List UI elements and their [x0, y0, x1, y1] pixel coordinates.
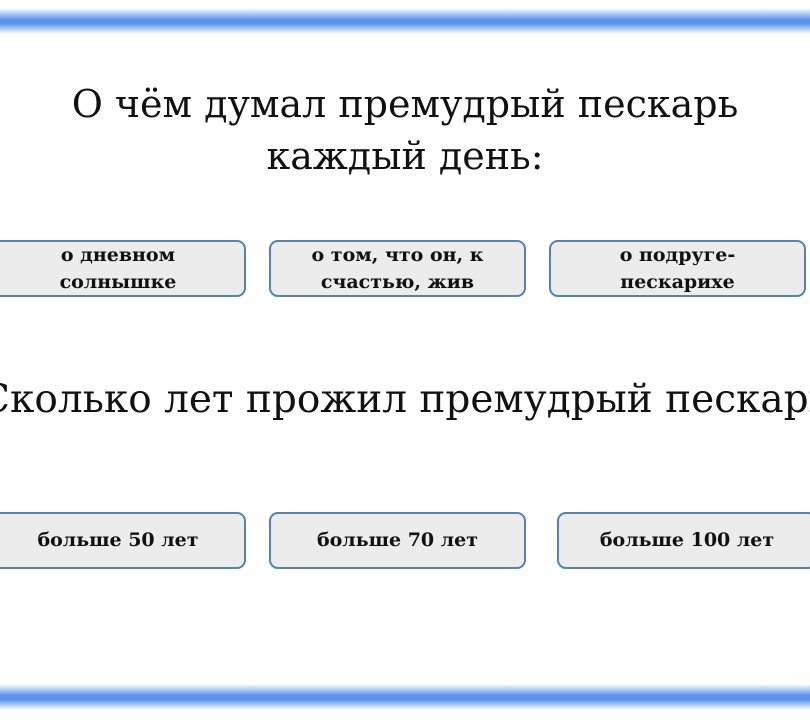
question-1-line-2: каждый день: — [266, 134, 544, 178]
answer-50-button[interactable]: больше 50 лет — [0, 512, 246, 569]
label: счастью, жив — [320, 270, 475, 293]
label: о дневном — [60, 243, 176, 266]
answer-alive-button[interactable]: о том, что он, к счастью, жив — [269, 240, 526, 297]
answer-girlfriend-button[interactable]: о подруге-пескарихе — [549, 240, 806, 297]
answer-sun-button[interactable]: о дневном солнышке — [0, 240, 246, 297]
label: пескарихе — [620, 270, 735, 293]
label: солнышке — [59, 270, 177, 293]
question-1-line-1: О чём думал премудрый пескарь — [71, 82, 739, 126]
label: больше 100 лет — [599, 529, 775, 551]
label: больше 50 лет — [37, 529, 199, 551]
label: о подруге- — [619, 243, 736, 266]
bottom-decor-bar — [0, 684, 810, 710]
label: о том, что он, к — [311, 243, 484, 266]
label: больше 70 лет — [316, 529, 479, 551]
question-2: Сколько лет прожил премудрый пескарь — [0, 377, 810, 422]
top-decor-bar — [0, 8, 810, 34]
question-1: О чём думал премудрый пескарь каждый ден… — [0, 78, 810, 182]
answer-70-button[interactable]: больше 70 лет — [269, 512, 526, 569]
answer-100-button[interactable]: больше 100 лет — [557, 512, 810, 569]
